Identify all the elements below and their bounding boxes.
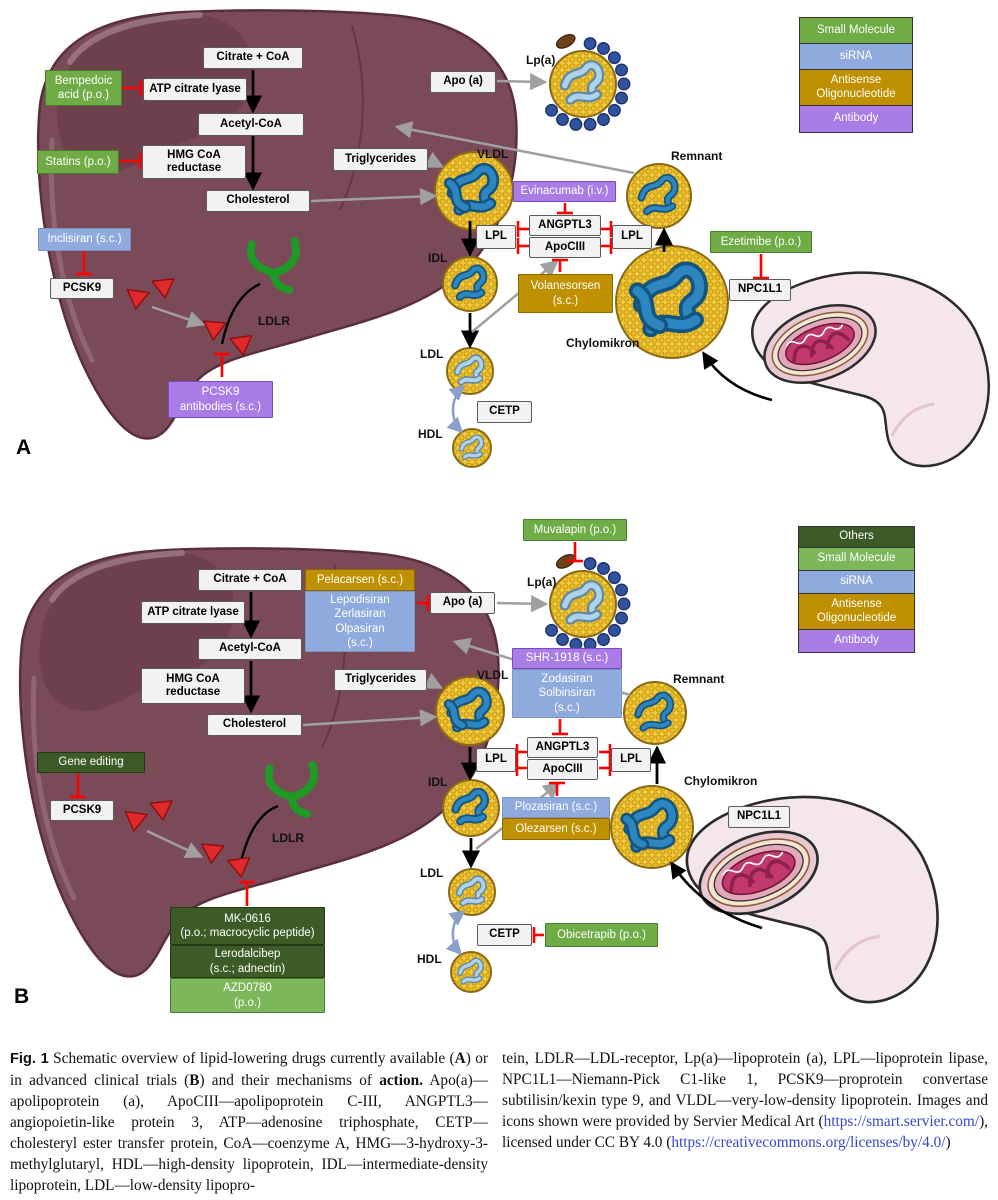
box-pcsk9-a: PCSK9 [50, 278, 114, 299]
hdl-particle-a [452, 428, 492, 468]
drug-inclisiran: Inclisiran (s.c.) [38, 228, 131, 251]
label-ldl-a: LDL [420, 347, 444, 361]
label-ldlr-b: LDLR [272, 831, 304, 845]
box-npc1l1-b: NPC1L1 [728, 806, 790, 828]
legend-a-antisense-oligonucleotide: Antisense Oligonucleotide [800, 70, 912, 106]
box-apociii-b: ApoCIII [527, 759, 598, 780]
legend-a-sirna: siRNA [800, 44, 912, 70]
legend-a-small-molecule: Small Molecule [800, 18, 912, 44]
box-hmg-coa-reductase-b: HMG CoA reductase [141, 668, 245, 704]
box-lpl-right-b: LPL [611, 748, 651, 772]
label-ldl-b: LDL [420, 866, 444, 880]
label-idl-b: IDL [428, 775, 448, 789]
drug-mk-0616: MK-0616 (p.o.; macrocyclic peptide) [170, 907, 325, 945]
box-citrate-coa-a: Citrate + CoA [203, 47, 303, 69]
box-cholesterol-a: Cholesterol [206, 190, 310, 212]
label-idl-a: IDL [428, 251, 448, 265]
legend-b: Others Small Molecule siRNA Antisense Ol… [798, 526, 915, 653]
legend-b-antisense-oligonucleotide: Antisense Oligonucleotide [799, 594, 914, 630]
drug-bempedoic-acid: Bempedoic acid (p.o.) [45, 70, 122, 106]
vldl-particle-a [434, 151, 514, 231]
legend-b-antibody: Antibody [799, 630, 914, 652]
box-lpl-right-a: LPL [612, 225, 652, 249]
box-angptl3-b: ANGPTL3 [527, 737, 598, 758]
box-atp-citrate-lyase-b: ATP citrate lyase [141, 601, 245, 624]
remnant-particle-a [626, 163, 692, 229]
box-cetp-b: CETP [477, 924, 532, 946]
box-npc1l1-a: NPC1L1 [729, 279, 791, 301]
drug-volanesorsen: Volanesorsen (s.c.) [518, 274, 613, 313]
drug-pelacarsen: Pelacarsen (s.c.) [305, 569, 415, 591]
drug-plozasiran: Plozasiran (s.c.) [502, 797, 610, 818]
ldl-particle-b [448, 868, 496, 916]
legend-a: Small Molecule siRNA Antisense Oligonucl… [799, 17, 913, 133]
box-citrate-coa-b: Citrate + CoA [198, 569, 302, 591]
figure-art [0, 0, 991, 1004]
chylomikron-particle-a [615, 245, 729, 359]
drug-olezarsen: Olezarsen (s.c.) [502, 818, 610, 840]
box-angptl3-a: ANGPTL3 [529, 215, 601, 236]
label-lpa-b: Lp(a) [527, 575, 557, 589]
hdl-particle-b [450, 951, 492, 993]
label-lpa-a: Lp(a) [526, 53, 556, 67]
box-triglycerides-a: Triglycerides [333, 148, 428, 171]
label-hdl-a: HDL [418, 427, 443, 441]
box-acetyl-coa-a: Acetyl-CoA [198, 113, 304, 136]
caption-column-1: Fig. 1 Schematic overview of lipid-lower… [10, 1050, 488, 1194]
box-cetp-a: CETP [477, 401, 532, 423]
legend-b-small-molecule: Small Molecule [799, 548, 914, 571]
legend-b-others: Others [799, 527, 914, 548]
label-hdl-b: HDL [417, 952, 442, 966]
box-hmg-coa-reductase-a: HMG CoA reductase [142, 145, 246, 179]
label-remnant-b: Remnant [673, 672, 725, 686]
box-atp-citrate-lyase-a: ATP citrate lyase [143, 78, 247, 101]
box-lpl-left-a: LPL [476, 225, 516, 249]
caption-column-2: tein, LDLR—LDL-receptor, Lp(a)—lipoprote… [502, 1050, 988, 1151]
drug-muvalapin: Muvalapin (p.o.) [523, 519, 627, 541]
ldl-particle-a [446, 347, 494, 395]
box-lpl-left-b: LPL [476, 748, 516, 772]
vldl-particle-b [435, 676, 505, 746]
drug-pcsk9-antibodies: PCSK9 antibodies (s.c.) [168, 381, 273, 418]
chylomikron-particle-b [610, 785, 694, 869]
box-apociii-a: ApoCIII [529, 237, 601, 258]
box-apo-a-a: Apo (a) [430, 71, 496, 93]
drug-lepodisiran-group: Lepodisiran Zerlasiran Olpasiran (s.c.) [305, 591, 415, 652]
caption-link[interactable]: https://creativecommons.org/licenses/by/… [671, 1134, 946, 1151]
label-chylomikron-b: Chylomikron [684, 774, 758, 788]
label-chylomikron-a: Chylomikron [566, 336, 640, 350]
drug-ezetimibe: Ezetimibe (p.o.) [710, 231, 812, 253]
drug-zodasiran-group: Zodasiran Solbinsiran (s.c.) [512, 669, 622, 718]
box-pcsk9-b: PCSK9 [50, 800, 114, 821]
label-remnant-a: Remnant [671, 149, 723, 163]
drug-gene-editing: Gene editing [37, 752, 145, 773]
drug-lerodalcibep: Lerodalcibep (s.c.; adnectin) [170, 945, 325, 978]
lpa-particle-b [545, 553, 631, 651]
lpa-particle-a [545, 33, 631, 131]
idl-particle-a [442, 256, 498, 312]
panel-letter-b: B [14, 985, 30, 1008]
drug-statins: Statins (p.o.) [37, 150, 119, 174]
label-vldl-a: VLDL [477, 147, 509, 161]
remnant-particle-b [623, 681, 687, 745]
panel-letter-a: A [16, 436, 32, 459]
legend-a-antibody: Antibody [800, 106, 912, 132]
drug-azd0780: AZD0780 (p.o.) [170, 978, 325, 1013]
label-vldl-b: VLDL [477, 668, 509, 682]
drug-shr-1918: SHR-1918 (s.c.) [512, 648, 622, 669]
label-ldlr-a: LDLR [258, 314, 290, 328]
box-acetyl-coa-b: Acetyl-CoA [198, 638, 302, 660]
box-triglycerides-b: Triglycerides [334, 669, 427, 691]
drug-obicetrapib: Obicetrapib (p.o.) [545, 923, 658, 947]
drug-evinacumab: Evinacumab (i.v.) [513, 181, 616, 202]
idl-particle-b [442, 779, 500, 837]
box-cholesterol-b: Cholesterol [207, 714, 302, 736]
legend-b-sirna: siRNA [799, 571, 914, 594]
box-apo-a-b: Apo (a) [430, 592, 495, 614]
caption-link[interactable]: https://smart.servier.com/ [823, 1113, 980, 1130]
